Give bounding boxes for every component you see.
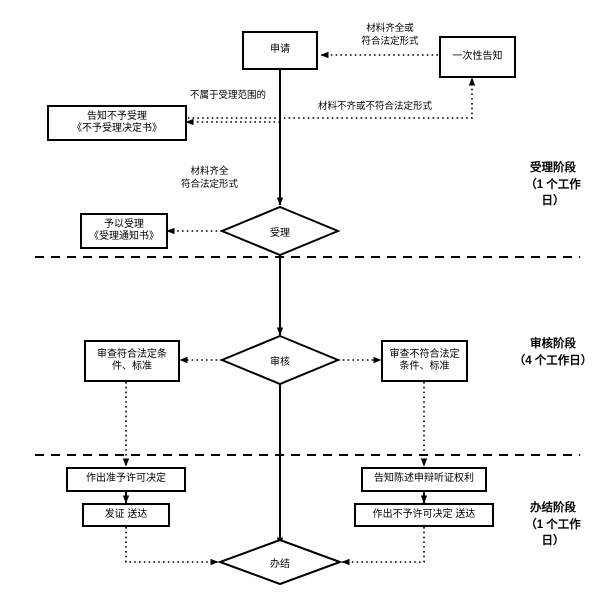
edge-label-materials-complete-or-legal: 材料齐全或 符合法定形式 xyxy=(361,23,419,47)
edge-label-out-of-scope: 不属于受理范围的 xyxy=(189,90,266,101)
node-review-fail-line1: 审查不符合法定 xyxy=(389,348,460,360)
node-review-pass-line1: 审查符合法定条 xyxy=(97,348,167,360)
node-issue-deliver-label: 发证 送达 xyxy=(104,508,148,520)
node-notify-hearing-rights[interactable]: 告知陈述申辩听证权利 xyxy=(361,467,487,492)
node-accept-decision-label: 受理 xyxy=(270,227,290,239)
node-review-pass[interactable]: 审查符合法定条 件、标准 xyxy=(84,340,180,382)
edge-label-materials-complete-legal: 材料齐全 符合法定形式 xyxy=(180,166,238,190)
node-deny-decision[interactable]: 作出不予许可决定 送达 xyxy=(354,503,494,527)
node-review-fail[interactable]: 审查不符合法定 条件、标准 xyxy=(381,340,468,382)
node-apply[interactable]: 申请 xyxy=(242,31,318,70)
edge-label-materials-incomplete: 材料不齐或不符合法定形式 xyxy=(317,101,432,112)
phase-label-acceptance: 受理阶段 （1 个工作 日） xyxy=(525,162,581,208)
node-apply-label: 申请 xyxy=(270,44,290,56)
node-notify-reject[interactable]: 告知不予受理 《不予受理决定书》 xyxy=(47,105,187,141)
node-approve-decision[interactable]: 作出准予许可决定 xyxy=(66,467,186,492)
node-approve-decision-label: 作出准予许可决定 xyxy=(86,473,166,485)
edge-deny-to-complete xyxy=(341,527,425,566)
node-review-decision[interactable]: 审核 xyxy=(222,336,338,384)
node-complete-label: 办结 xyxy=(270,558,290,570)
node-review-pass-line2: 件、标准 xyxy=(112,361,152,372)
node-grant-accept-line1: 予以受理 xyxy=(104,218,144,230)
node-one-time-notice[interactable]: 一次性告知 xyxy=(439,36,516,78)
node-notify-hearing-rights-label: 告知陈述申辩听证权利 xyxy=(374,473,474,485)
node-accept-decision[interactable]: 受理 xyxy=(222,207,338,255)
phase-label-review: 审核阶段 （4 个工作日） xyxy=(513,338,593,367)
node-review-fail-line2: 条件、标准 xyxy=(399,361,450,372)
node-review-decision-label: 审核 xyxy=(270,356,290,368)
node-notify-reject-line1: 告知不予受理 xyxy=(87,110,147,122)
edge-issue-to-complete xyxy=(125,527,219,566)
phase-label-completion: 办结阶段 （1 个工作 日） xyxy=(525,502,581,548)
node-grant-accept[interactable]: 予以受理 《受理通知书》 xyxy=(80,213,168,249)
node-issue-deliver[interactable]: 发证 送达 xyxy=(82,503,170,527)
node-deny-decision-label: 作出不予许可决定 送达 xyxy=(372,508,476,520)
node-one-time-notice-label: 一次性告知 xyxy=(452,50,503,62)
node-notify-reject-line2: 《不予受理决定书》 xyxy=(72,123,162,134)
node-complete[interactable]: 办结 xyxy=(220,540,340,584)
node-grant-accept-line2: 《受理通知书》 xyxy=(89,231,159,242)
